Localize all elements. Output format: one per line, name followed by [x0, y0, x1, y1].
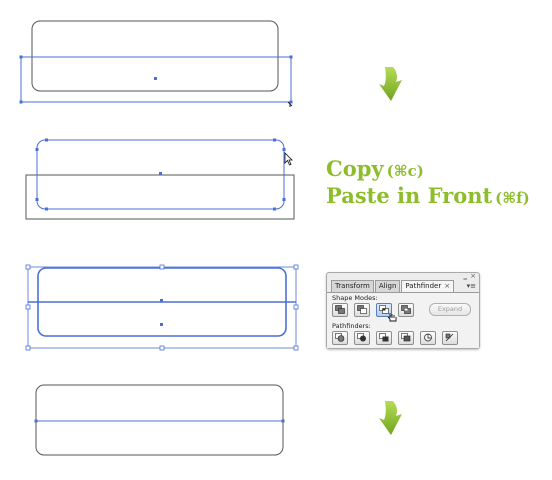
tab-label: Transform: [335, 282, 370, 290]
expand-button[interactable]: Expand: [429, 303, 471, 316]
selected-rounded-rectangle[interactable]: [36, 139, 285, 210]
merge-button[interactable]: [376, 331, 392, 345]
step4-illustration: [34, 384, 285, 456]
pathfinder-panel: ‗ × Transform Align Pathfinder× ▾≡ Shape…: [326, 272, 480, 349]
bounding-box-handle[interactable]: [25, 264, 31, 270]
panel-title-bar: ‗ ×: [327, 273, 479, 280]
shape-modes-label: Shape Modes:: [332, 294, 378, 302]
anchor-point[interactable]: [19, 100, 23, 104]
anchor-point[interactable]: [273, 138, 276, 142]
bottom-rectangle-shape[interactable]: [25, 174, 295, 220]
intersect-button[interactable]: [376, 303, 392, 317]
bounding-box-handle[interactable]: [293, 304, 299, 310]
anchor-point[interactable]: [282, 198, 286, 201]
minus-back-button[interactable]: [442, 331, 458, 345]
tab-close-icon[interactable]: ×: [444, 282, 451, 290]
center-point: [160, 323, 163, 326]
tab-label: Align: [378, 282, 397, 290]
rounded-rectangle-shape[interactable]: [35, 384, 284, 456]
hand-cursor-icon: [387, 313, 397, 322]
unite-button[interactable]: [332, 303, 348, 317]
unite-icon: [335, 305, 345, 314]
merge-icon: [379, 333, 389, 342]
bounding-box-handle[interactable]: [159, 264, 165, 270]
anchor-point[interactable]: [35, 148, 39, 151]
collapse-panel-button[interactable]: ‗: [463, 272, 468, 280]
tab-pathfinder[interactable]: Pathfinder×: [401, 280, 455, 292]
anchor-point[interactable]: [45, 138, 48, 142]
bounding-box-handle[interactable]: [25, 304, 31, 310]
copy-caption: Copy(⌘c): [326, 156, 424, 181]
tab-label: Pathfinder: [405, 282, 442, 290]
divide-button[interactable]: [332, 331, 348, 345]
anchor-point[interactable]: [289, 100, 293, 104]
crop-button[interactable]: [398, 331, 414, 345]
minus-back-icon: [445, 333, 454, 342]
anchor-point[interactable]: [289, 55, 293, 59]
arrow-down-icon: [379, 67, 402, 101]
trim-button[interactable]: [354, 331, 370, 345]
tab-align[interactable]: Align: [374, 280, 401, 292]
copy-shortcut: (⌘c): [386, 162, 424, 180]
exclude-icon: [401, 305, 411, 314]
arrow-cursor-icon: [284, 152, 293, 166]
intersect-icon: [379, 305, 389, 314]
copy-label: Copy: [326, 156, 384, 181]
crop-icon: [401, 333, 411, 342]
bounding-box-handle[interactable]: [159, 345, 165, 351]
outline-icon: [424, 333, 432, 342]
step2-illustration: [25, 138, 295, 220]
anchor-point[interactable]: [45, 207, 48, 211]
arrow-down-icon: [379, 401, 402, 435]
selected-rectangle[interactable]: [20, 56, 292, 103]
bounding-box-handle[interactable]: [25, 345, 31, 351]
pathfinders-label: Pathfinders:: [332, 322, 371, 330]
paste-in-front-label: Paste in Front: [326, 183, 493, 208]
center-point: [160, 299, 163, 302]
pathfinders-row: [332, 331, 464, 345]
panel-body: Shape Modes: Expand Pathfinders:: [327, 292, 479, 348]
anchor-point[interactable]: [282, 148, 286, 151]
center-point: [154, 77, 157, 80]
anchor-point[interactable]: [34, 419, 38, 423]
center-point: [159, 172, 162, 175]
outline-button[interactable]: [420, 331, 436, 345]
step3-illustration: [25, 264, 299, 351]
paste-caption: Paste in Front(⌘f): [326, 183, 530, 208]
anchor-point[interactable]: [35, 198, 39, 201]
minus-front-icon: [357, 305, 367, 314]
trim-icon: [357, 333, 366, 342]
bounding-box-handle[interactable]: [293, 345, 299, 351]
tab-transform[interactable]: Transform: [331, 280, 374, 292]
bounding-box-handle[interactable]: [293, 264, 299, 270]
cursor-icon: [287, 101, 293, 107]
shape-modes-row: [332, 303, 420, 317]
minus-front-button[interactable]: [354, 303, 370, 317]
step1-illustration: [19, 20, 293, 107]
panel-menu-button[interactable]: ▾≡: [466, 282, 476, 290]
anchor-point[interactable]: [273, 207, 276, 211]
exclude-button[interactable]: [398, 303, 414, 317]
anchor-point[interactable]: [281, 419, 285, 423]
divide-icon: [335, 333, 345, 342]
panel-tabs: Transform Align Pathfinder×: [331, 280, 455, 292]
rounded-rectangle-shape[interactable]: [31, 20, 279, 92]
paste-shortcut: (⌘f): [495, 189, 530, 207]
anchor-point[interactable]: [19, 55, 23, 59]
close-panel-button[interactable]: ×: [470, 272, 476, 280]
